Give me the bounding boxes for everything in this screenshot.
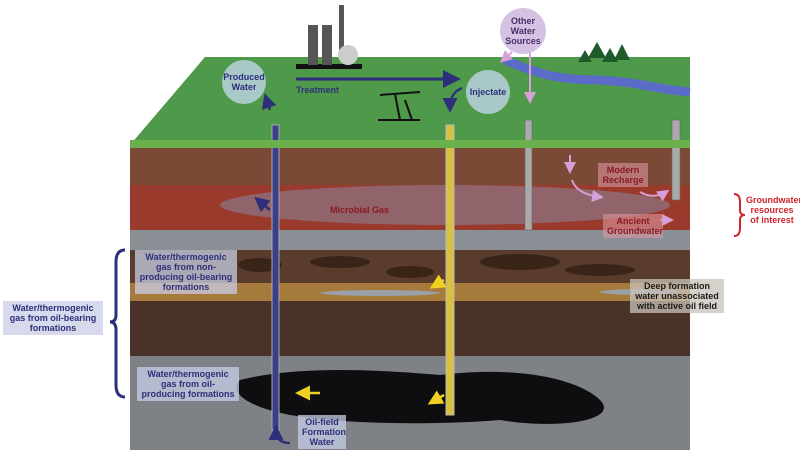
deep-formation-label: Deep formation water unassociated with a… [630, 279, 724, 313]
modern-recharge-label: Modern Recharge [598, 163, 648, 187]
yellow-arrow-1 [429, 274, 447, 289]
refinery-icon [296, 5, 362, 69]
microbial-gas-zone [220, 185, 670, 225]
produced-water-label: Produced Water [223, 72, 265, 92]
ground-surface [130, 57, 690, 145]
groundwater-well-2 [671, 119, 681, 201]
microbial-gas-label: Microbial Gas [330, 205, 390, 215]
non-producing-label: Water/thermogenic gas from non-producing… [135, 250, 237, 294]
injectate-arrow [442, 86, 463, 113]
oil-bearing-brace [109, 248, 126, 399]
groundwater-well-1 [524, 119, 533, 231]
recharge-arrow-3 [639, 189, 670, 202]
groundwater-brace [733, 193, 746, 237]
injectate-label: Injectate [469, 87, 507, 97]
oil-reservoir [236, 370, 604, 424]
oil-producing-label: Water/thermogenic gas from oil-producing… [137, 367, 239, 401]
yellow-arrow-2 [427, 390, 445, 405]
groundwater-resources-label: Groundwater resources of interest [746, 195, 800, 225]
oil-bearing-label: Water/thermogenic gas from oil-bearing f… [3, 301, 103, 335]
recharge-arrow-2 [571, 179, 604, 202]
deep-brown-layer [130, 301, 690, 356]
gray-confining-layer [130, 230, 690, 250]
other-sources-bubble: Other Water Sources [500, 8, 546, 54]
oil-blobs [238, 254, 635, 278]
pumpjack-icon [378, 91, 421, 121]
treatment-label: Treatment [296, 85, 340, 95]
injectate-bubble: Injectate [466, 70, 510, 114]
grass-edge [130, 140, 690, 148]
produced-water-bubble: Produced Water [222, 60, 266, 104]
trees-icon [578, 42, 630, 62]
river [503, 55, 691, 97]
other-sources-label: Other Water Sources [505, 16, 541, 46]
other-sources-arrow-2 [500, 50, 513, 63]
ancient-groundwater-label: Ancient Groundwater [603, 214, 663, 238]
injection-well [445, 124, 455, 416]
topsoil-layer [130, 145, 690, 190]
microbial-gas-arrow [254, 196, 271, 213]
oilfield-arrow [268, 425, 291, 445]
production-well [271, 124, 280, 431]
oilfield-water-label: Oil-field Formation Water [298, 415, 346, 449]
produced-arrow [262, 93, 277, 111]
